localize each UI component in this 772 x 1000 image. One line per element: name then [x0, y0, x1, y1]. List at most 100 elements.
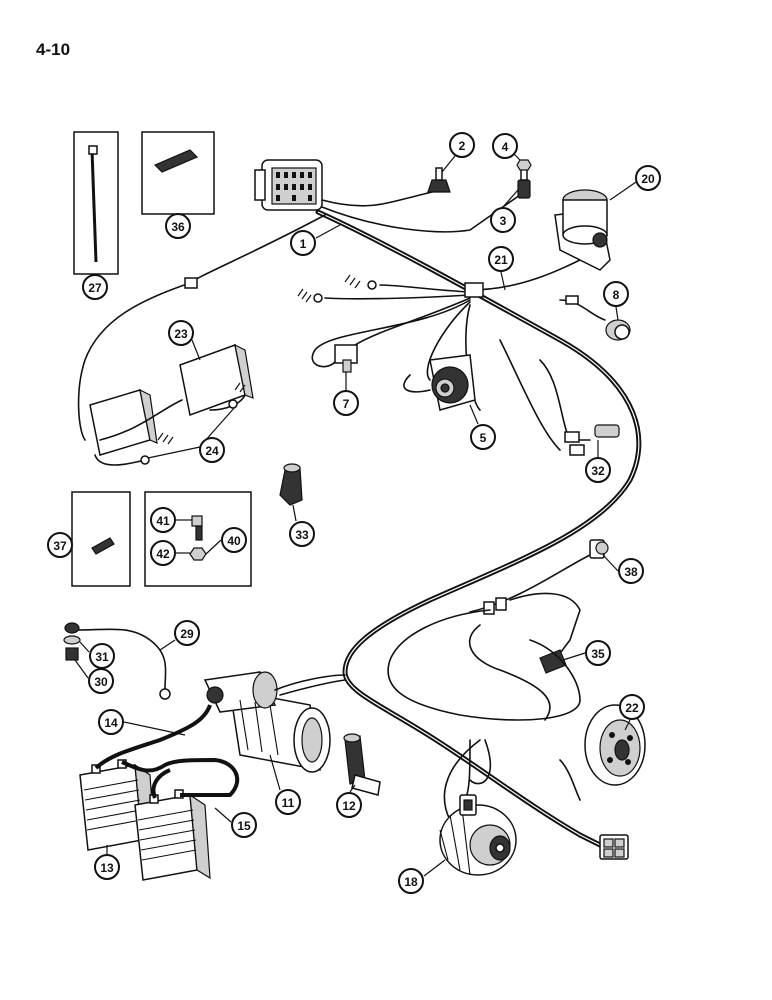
callout-38: 38: [618, 558, 644, 584]
callout-label: 15: [237, 819, 251, 833]
alternator-plug: [459, 794, 477, 816]
callout-label: 22: [625, 701, 639, 715]
callout-circle: [289, 521, 315, 547]
pressure-switch: [565, 295, 631, 341]
callout-label: 18: [404, 875, 418, 889]
lamp-harness: [77, 214, 326, 441]
terminal-hardware: [63, 622, 81, 661]
callout-36: 36: [165, 213, 191, 239]
callout-circle: [585, 640, 611, 666]
wire-to-connector-32: [539, 359, 591, 441]
callout-circle: [150, 540, 176, 566]
callout-label: 40: [227, 534, 241, 548]
callout-label: 13: [100, 861, 114, 875]
wire-to-sender-3: [321, 194, 521, 233]
callout-label: 36: [171, 220, 185, 234]
callout-12: 12: [336, 792, 362, 818]
callout-23: 23: [168, 320, 194, 346]
alternator-loop-inner: [468, 624, 551, 721]
callout-label: 33: [295, 528, 309, 542]
callout-circle: [488, 246, 514, 272]
callout-33: 33: [289, 521, 315, 547]
cable-boot: [343, 733, 381, 796]
callout-circle: [603, 281, 629, 307]
main-connector-block: [254, 159, 323, 211]
terminal-boot: [91, 537, 115, 555]
callout-13: 13: [94, 854, 120, 880]
callout-circle: [585, 457, 611, 483]
callout-circle: [398, 868, 424, 894]
callout-label: 20: [641, 172, 655, 186]
callout-circle: [449, 132, 475, 158]
callout-label: 24: [205, 444, 219, 458]
callout-42: 42: [150, 540, 176, 566]
callout-41: 41: [150, 507, 176, 533]
wire-loop-5: [403, 374, 431, 393]
grommet: [279, 463, 303, 506]
callout-circle: [174, 620, 200, 646]
callout-37: 37: [47, 532, 73, 558]
relay: [334, 344, 358, 373]
callout-8: 8: [603, 281, 629, 307]
callout-label: 11: [282, 796, 295, 810]
callout-40: 40: [221, 527, 247, 553]
callout-label: 41: [156, 514, 170, 528]
callout-circle: [98, 709, 124, 735]
cable-tie: [88, 145, 98, 263]
callout-label: 1: [300, 237, 307, 251]
lamp-link: [99, 399, 183, 441]
callout-30: 30: [88, 668, 114, 694]
callout-circle: [470, 424, 496, 450]
alternator: [439, 804, 517, 876]
junction-branches: [311, 282, 484, 411]
callout-31: 31: [89, 643, 115, 669]
inset-box-36: [141, 131, 215, 215]
work-lamp-rear: [179, 343, 254, 417]
battery-cable-14: [94, 704, 212, 770]
callout-circle: [275, 789, 301, 815]
ground-symbol-upper: [297, 274, 377, 303]
callout-29: 29: [174, 620, 200, 646]
battery-cable-15: [121, 758, 240, 797]
leader-lines: [74, 151, 637, 877]
callout-label: 12: [342, 799, 356, 813]
callout-1: 1: [290, 230, 316, 256]
callout-circle: [89, 643, 115, 669]
callout-circle: [199, 437, 225, 463]
callout-circle: [492, 133, 518, 159]
callout-circle: [619, 694, 645, 720]
callout-circle: [618, 558, 644, 584]
battery-right: [134, 789, 211, 881]
callout-3: 3: [490, 207, 516, 233]
callout-circle: [336, 792, 362, 818]
wire-to-solenoid-20: [469, 254, 591, 291]
callout-18: 18: [398, 868, 424, 894]
ignition-switch: [429, 354, 476, 411]
callout-35: 35: [585, 640, 611, 666]
callout-22: 22: [619, 694, 645, 720]
callout-label: 35: [591, 647, 605, 661]
ground-strap: [74, 628, 167, 691]
callout-label: 4: [502, 140, 509, 154]
callout-24: 24: [199, 437, 225, 463]
inset-box-37: [71, 491, 131, 587]
sensor-38: [589, 539, 609, 559]
inline-connector-lower: [483, 597, 507, 615]
fuel-solenoid: [554, 189, 611, 271]
callout-circle: [333, 390, 359, 416]
callout-circle: [168, 320, 194, 346]
callout-label: 30: [94, 675, 108, 689]
callout-circle: [82, 274, 108, 300]
callout-circle: [94, 854, 120, 880]
callout-circle: [490, 207, 516, 233]
callout-11: 11: [275, 789, 301, 815]
callout-circle: [88, 668, 114, 694]
callout-label: 8: [613, 288, 620, 302]
callout-circle: [47, 532, 73, 558]
callout-label: 27: [88, 281, 102, 295]
callout-2: 2: [449, 132, 475, 158]
callout-32: 32: [585, 457, 611, 483]
callout-circle: [221, 527, 247, 553]
